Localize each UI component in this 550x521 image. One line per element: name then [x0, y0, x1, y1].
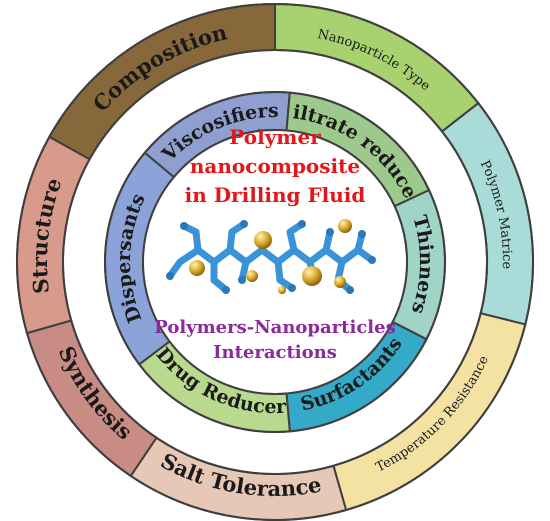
center-title-line-2: nanocomposite — [190, 154, 360, 178]
center-title-line-3: in Drilling Fluid — [185, 183, 366, 207]
nanoparticle-spheres — [189, 219, 352, 294]
ring-border — [104, 91, 446, 433]
center-subtitle-line-1: Polymers-Nanoparticles — [154, 317, 395, 338]
center-title-line-1: Polymer — [229, 125, 321, 149]
ring-border — [62, 49, 488, 475]
center-text: Polymer nanocomposite in Drilling Fluid … — [154, 125, 395, 363]
ring-border — [16, 3, 534, 521]
center-subtitle-line-2: Interactions — [213, 342, 337, 363]
polymer-molecule-illustration — [166, 219, 376, 294]
